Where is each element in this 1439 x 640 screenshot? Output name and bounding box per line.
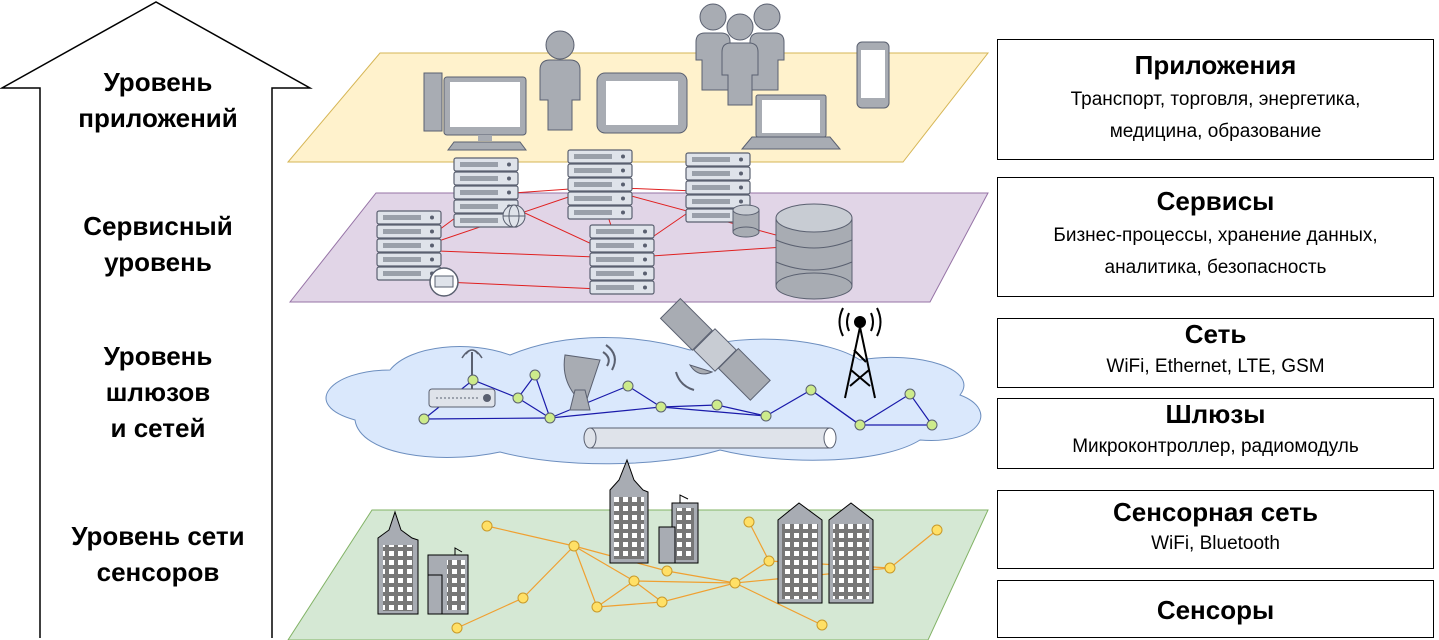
- applications-box: Приложения Транспорт, торговля, энергети…: [997, 39, 1434, 160]
- level-label-line: Уровень: [103, 341, 213, 371]
- building-icon: [609, 458, 649, 564]
- box-title: Сенсоры: [1156, 595, 1275, 625]
- building-icon: [658, 494, 699, 564]
- server-icon: [589, 224, 655, 295]
- level-label-line: приложений: [78, 103, 238, 133]
- sensors-box: Сенсоры: [997, 580, 1434, 638]
- box-title: Шлюзы: [1165, 399, 1266, 429]
- satellite-dish-icon: [563, 344, 616, 411]
- server-icon: [567, 149, 633, 220]
- pipe-icon: [583, 427, 837, 449]
- user-icon: [539, 30, 581, 131]
- level-label-line: Уровень сети: [71, 521, 245, 551]
- server-icon: [376, 210, 442, 281]
- level-label-services: Сервисный уровень: [8, 208, 308, 280]
- building-icon: [427, 547, 469, 615]
- level-label-line: Уровень: [103, 67, 213, 97]
- building-icon: [777, 502, 823, 604]
- services-box: Сервисы Бизнес-процессы, хранение данных…: [997, 177, 1434, 297]
- box-description: аналитика, безопасность: [1104, 257, 1327, 278]
- box-title: Сенсорная сеть: [1112, 497, 1319, 527]
- laptop-icon: [740, 94, 842, 150]
- network-box: Сеть WiFi, Ethernet, LTE, GSM: [997, 318, 1434, 388]
- database-icon: [775, 203, 853, 300]
- level-label-line: сенсоров: [96, 557, 220, 587]
- sensor-network-box: Сенсорная сеть WiFi, Bluetooth: [997, 490, 1434, 569]
- box-description: медицина, образование: [1109, 121, 1322, 142]
- gateway-router-icon: [428, 349, 496, 408]
- network-nodes: [418, 369, 938, 431]
- desktop-computer-icon: [423, 72, 527, 151]
- satellite-icon: [659, 297, 771, 401]
- building-icon: [828, 502, 874, 604]
- level-label-applications: Уровень приложений: [8, 64, 308, 136]
- box-description: Транспорт, торговля, энергетика,: [1070, 89, 1361, 110]
- box-title: Сеть: [1184, 319, 1247, 349]
- smartphone-icon: [856, 41, 890, 109]
- level-label-gateways: Уровень шлюзов и сетей: [8, 338, 308, 446]
- level-arrow: [0, 1, 313, 638]
- box-description: Микроконтроллер, радиомодуль: [1072, 436, 1359, 457]
- small-database-icon: [732, 204, 760, 238]
- box-description: Бизнес-процессы, хранение данных,: [1053, 225, 1378, 246]
- box-title: Сервисы: [1156, 186, 1275, 216]
- level-label-sensors: Уровень сети сенсоров: [8, 518, 308, 590]
- monitor-badge-icon: [429, 267, 459, 297]
- level-label-line: и сетей: [110, 413, 206, 443]
- box-description: WiFi, Bluetooth: [1151, 533, 1280, 554]
- cell-tower-icon: [838, 307, 882, 399]
- box-title: Приложения: [1134, 50, 1297, 80]
- globe-icon: [502, 204, 526, 228]
- level-label-line: уровень: [104, 247, 212, 277]
- sensor-nodes: [451, 516, 943, 634]
- tablet-icon: [596, 72, 688, 134]
- gateways-box: Шлюзы Микроконтроллер, радиомодуль: [997, 398, 1434, 469]
- user-group-icon: [695, 3, 785, 106]
- box-description: WiFi, Ethernet, LTE, GSM: [1106, 356, 1325, 377]
- building-icon: [377, 510, 419, 615]
- level-label-line: Сервисный: [83, 211, 233, 241]
- level-label-line: шлюзов: [105, 377, 211, 407]
